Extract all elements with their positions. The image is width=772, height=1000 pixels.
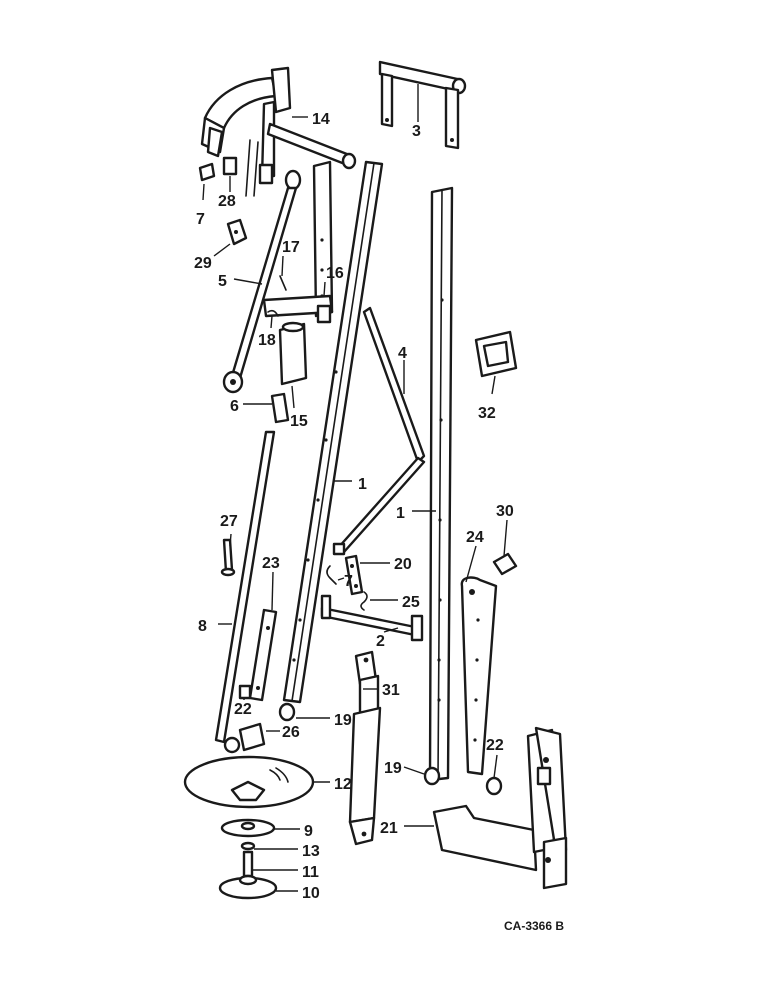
- callout-11: 11: [302, 864, 319, 881]
- callout-1-right: 1: [396, 505, 405, 522]
- part-24-upright-arm: [460, 576, 498, 776]
- part-18-pin: [267, 309, 279, 317]
- part-29-plate: [226, 218, 248, 246]
- part-22-bushing-left: [238, 684, 252, 700]
- callout-5: 5: [218, 273, 227, 290]
- callout-10: 10: [302, 885, 320, 902]
- callout-4: 4: [398, 345, 407, 362]
- part-27-bolt: [220, 538, 236, 577]
- callout-32: 32: [478, 405, 496, 422]
- part-2-cross-bracket: [320, 594, 424, 642]
- part-16-pivot-block: [262, 294, 334, 324]
- callout-14: 14: [312, 111, 330, 128]
- callout-27: 27: [220, 513, 238, 530]
- callout-7-upper: 7: [196, 211, 205, 228]
- part-6-sleeve: [270, 392, 290, 424]
- part-30-clip: [492, 552, 518, 576]
- part-9-hub-plate: [220, 818, 276, 838]
- part-21-base-bracket: [432, 726, 568, 890]
- part-26-clamp: [223, 722, 266, 754]
- part-1-right-column: [428, 186, 454, 782]
- callout-12: 12: [334, 776, 352, 793]
- drawing-code: CA-3366 B: [504, 919, 564, 933]
- callout-6: 6: [230, 398, 239, 415]
- callout-30: 30: [496, 503, 514, 520]
- part-17-pin: [279, 275, 287, 291]
- callout-26: 26: [282, 724, 300, 741]
- callout-23: 23: [262, 555, 280, 572]
- part-19-bushing-left: [278, 702, 296, 722]
- callout-16: 16: [326, 265, 344, 282]
- part-1-left-column: [282, 160, 384, 704]
- part-8-long-rod: [214, 430, 276, 744]
- part-23-link-bar: [248, 608, 278, 702]
- callout-labels: 1 1 2 3 4 5 6 7 7 8 9 10 11 12 13 14 15 …: [194, 111, 514, 902]
- part-3-top-bracket: [378, 60, 467, 150]
- part-32-clip: [474, 330, 518, 378]
- callout-28: 28: [218, 193, 236, 210]
- callout-3: 3: [412, 123, 421, 140]
- callout-2: 2: [376, 633, 385, 650]
- column-upper-left: [312, 160, 334, 318]
- part-25-spring-pin: [360, 591, 368, 611]
- part-12-disc: [183, 755, 315, 809]
- part-11-shaft: [242, 850, 254, 878]
- callout-9: 9: [304, 823, 313, 840]
- part-13-washer: [240, 841, 256, 851]
- callout-13: 13: [302, 843, 320, 860]
- callout-19-right: 19: [384, 760, 402, 777]
- part-5-link-rod: [222, 169, 302, 394]
- callout-1-left: 1: [358, 476, 367, 493]
- part-7-pin-upper: [198, 162, 216, 182]
- part-28-block: [222, 156, 238, 176]
- part-10-base-plate: [218, 874, 278, 900]
- part-19-bushing-right: [423, 766, 441, 786]
- part-4-diagonal-brace: [332, 306, 426, 556]
- callout-20: 20: [394, 556, 412, 573]
- callout-17: 17: [282, 239, 300, 256]
- callout-22-left: 22: [234, 701, 252, 718]
- callout-22-right: 22: [486, 737, 504, 754]
- callout-18: 18: [258, 332, 276, 349]
- callout-19-left: 19: [334, 712, 352, 729]
- callout-8: 8: [198, 618, 207, 635]
- part-7-pin-lower: [326, 565, 337, 585]
- part-22-bushing-right: [485, 776, 503, 796]
- part-20-link: [344, 554, 364, 596]
- part-31-cylinder: [348, 650, 382, 846]
- callout-24: 24: [466, 529, 484, 546]
- part-14-upper-bracket: [200, 66, 357, 197]
- callout-29: 29: [194, 255, 212, 272]
- leader-lines: [202, 176, 508, 892]
- callout-21: 21: [380, 820, 398, 837]
- callout-7-lower: 7: [344, 573, 353, 590]
- callout-31: 31: [382, 682, 400, 699]
- callout-25: 25: [402, 594, 420, 611]
- part-15-lever-block: [278, 321, 308, 386]
- callout-15: 15: [290, 413, 308, 430]
